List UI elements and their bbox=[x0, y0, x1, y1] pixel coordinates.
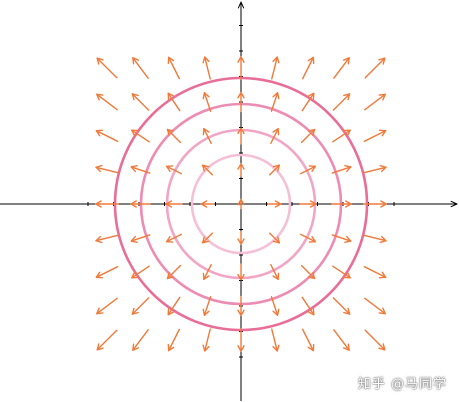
field-arrow bbox=[364, 329, 386, 351]
field-arrow bbox=[268, 164, 281, 176]
field-arrow bbox=[237, 198, 245, 210]
field-arrow bbox=[331, 200, 352, 208]
field-arrow bbox=[363, 164, 387, 174]
field-arrow bbox=[132, 57, 149, 79]
field-arrow bbox=[333, 57, 350, 79]
field-arrow bbox=[202, 328, 211, 352]
field-arrow bbox=[130, 165, 151, 174]
field-arrow bbox=[271, 56, 280, 80]
field-arrow bbox=[267, 200, 282, 208]
field-arrow bbox=[166, 264, 182, 280]
field-arrow bbox=[237, 295, 245, 317]
field-arrow bbox=[165, 165, 183, 175]
field-arrow bbox=[300, 128, 316, 144]
field-arrow bbox=[332, 129, 351, 143]
field-arrow bbox=[201, 164, 214, 176]
field-arrow bbox=[331, 165, 352, 174]
field-arrow bbox=[167, 296, 181, 316]
field-arrow bbox=[165, 200, 183, 208]
field-arrow bbox=[299, 165, 317, 175]
field-arrow bbox=[96, 57, 118, 79]
field-arrow bbox=[201, 232, 214, 244]
vector-field-arrows bbox=[95, 56, 387, 352]
field-arrow bbox=[364, 297, 386, 315]
field-arrow bbox=[363, 234, 387, 244]
field-arrow bbox=[331, 234, 352, 243]
field-arrow bbox=[167, 56, 181, 80]
field-arrow bbox=[167, 328, 181, 352]
field-arrow bbox=[300, 264, 316, 280]
field-arrow bbox=[237, 263, 245, 281]
field-arrow bbox=[95, 129, 119, 143]
field-arrow bbox=[237, 328, 245, 352]
field-arrow bbox=[202, 127, 212, 145]
field-arrow bbox=[131, 297, 150, 315]
field-arrow bbox=[301, 328, 315, 352]
field-arrow bbox=[270, 296, 280, 316]
field-arrow bbox=[333, 329, 350, 351]
field-arrow bbox=[363, 265, 387, 279]
field-arrow bbox=[131, 265, 150, 279]
field-arrow bbox=[301, 296, 315, 316]
field-arrow bbox=[130, 234, 151, 243]
field-arrow bbox=[237, 163, 245, 177]
field-arrow bbox=[301, 92, 315, 112]
field-arrow bbox=[237, 127, 245, 145]
field-arrow bbox=[270, 263, 280, 281]
field-arrow bbox=[167, 92, 181, 112]
field-arrow bbox=[95, 200, 119, 208]
field-arrow bbox=[270, 92, 280, 112]
field-arrow bbox=[237, 231, 245, 245]
field-arrow bbox=[200, 200, 215, 208]
field-arrow bbox=[202, 56, 211, 80]
field-arrow bbox=[364, 93, 386, 111]
field-arrow bbox=[332, 265, 351, 279]
field-arrow bbox=[332, 93, 351, 111]
watermark: 知乎 @马同学 bbox=[357, 377, 447, 392]
field-arrow bbox=[299, 200, 317, 208]
field-arrow bbox=[95, 265, 119, 279]
field-arrow bbox=[96, 329, 118, 351]
field-arrow bbox=[364, 57, 386, 79]
field-arrow bbox=[270, 127, 280, 145]
field-arrow bbox=[95, 164, 119, 174]
field-arrow bbox=[131, 93, 150, 111]
field-arrow bbox=[301, 56, 315, 80]
field-arrow bbox=[132, 329, 149, 351]
field-arrow bbox=[96, 297, 118, 315]
field-arrow bbox=[237, 56, 245, 80]
field-arrow bbox=[202, 263, 212, 281]
field-arrow bbox=[131, 129, 150, 143]
field-arrow bbox=[299, 233, 317, 243]
field-arrow bbox=[96, 93, 118, 111]
field-arrow bbox=[268, 232, 281, 244]
field-arrow bbox=[332, 297, 351, 315]
field-arrow bbox=[363, 200, 387, 208]
field-arrow bbox=[202, 296, 212, 316]
level-circle bbox=[190, 153, 292, 255]
field-arrow bbox=[271, 328, 280, 352]
field-arrow bbox=[237, 91, 245, 113]
field-arrow bbox=[166, 128, 182, 144]
field-arrow bbox=[202, 92, 212, 112]
field-arrow bbox=[165, 233, 183, 243]
field-arrow bbox=[130, 200, 151, 208]
field-arrow bbox=[95, 234, 119, 244]
field-arrow bbox=[363, 129, 387, 143]
